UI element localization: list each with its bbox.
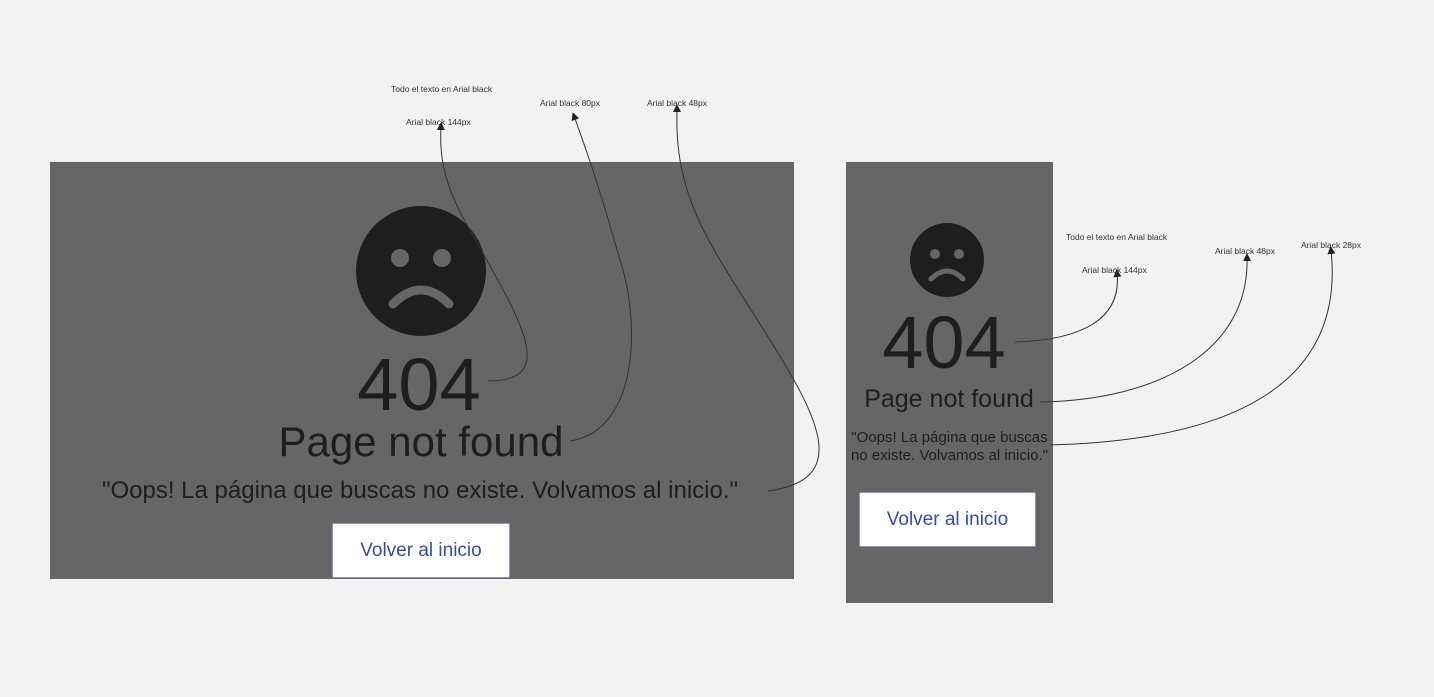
page-title: Page not found (278, 418, 564, 465)
error-code: 404 (357, 343, 481, 426)
arrow-connector (1014, 269, 1122, 343)
font-note: Todo el texto en Arial black (391, 84, 493, 94)
sad-face-icon (910, 223, 984, 297)
back-home-button[interactable]: Volver al inicio (332, 523, 510, 578)
error-message: "Oops! La página que buscas no existe. V… (850, 429, 1049, 464)
arrow-connector (1049, 246, 1336, 446)
message-size-note: Arial black 28px (1301, 240, 1362, 250)
back-home-button[interactable]: Volver al inicio (859, 492, 1036, 547)
font-note: Todo el texto en Arial black (1066, 232, 1168, 242)
error-code: 404 (882, 301, 1006, 384)
arrow-connector (569, 112, 632, 442)
message-size-note: Arial black 48px (647, 98, 708, 108)
arrow-connector (436, 122, 528, 382)
arrow-connector (1039, 253, 1252, 403)
code-size-note: Arial black 144px (406, 117, 471, 127)
title-size-note: Arial black 48px (1215, 246, 1276, 256)
page-title: Page not found (864, 385, 1034, 413)
error-message: "Oops! La página que buscas no existe. V… (101, 477, 739, 504)
arrow-connector (672, 104, 820, 492)
sad-face-icon (356, 206, 486, 336)
title-size-note: Arial black 80px (540, 98, 601, 108)
